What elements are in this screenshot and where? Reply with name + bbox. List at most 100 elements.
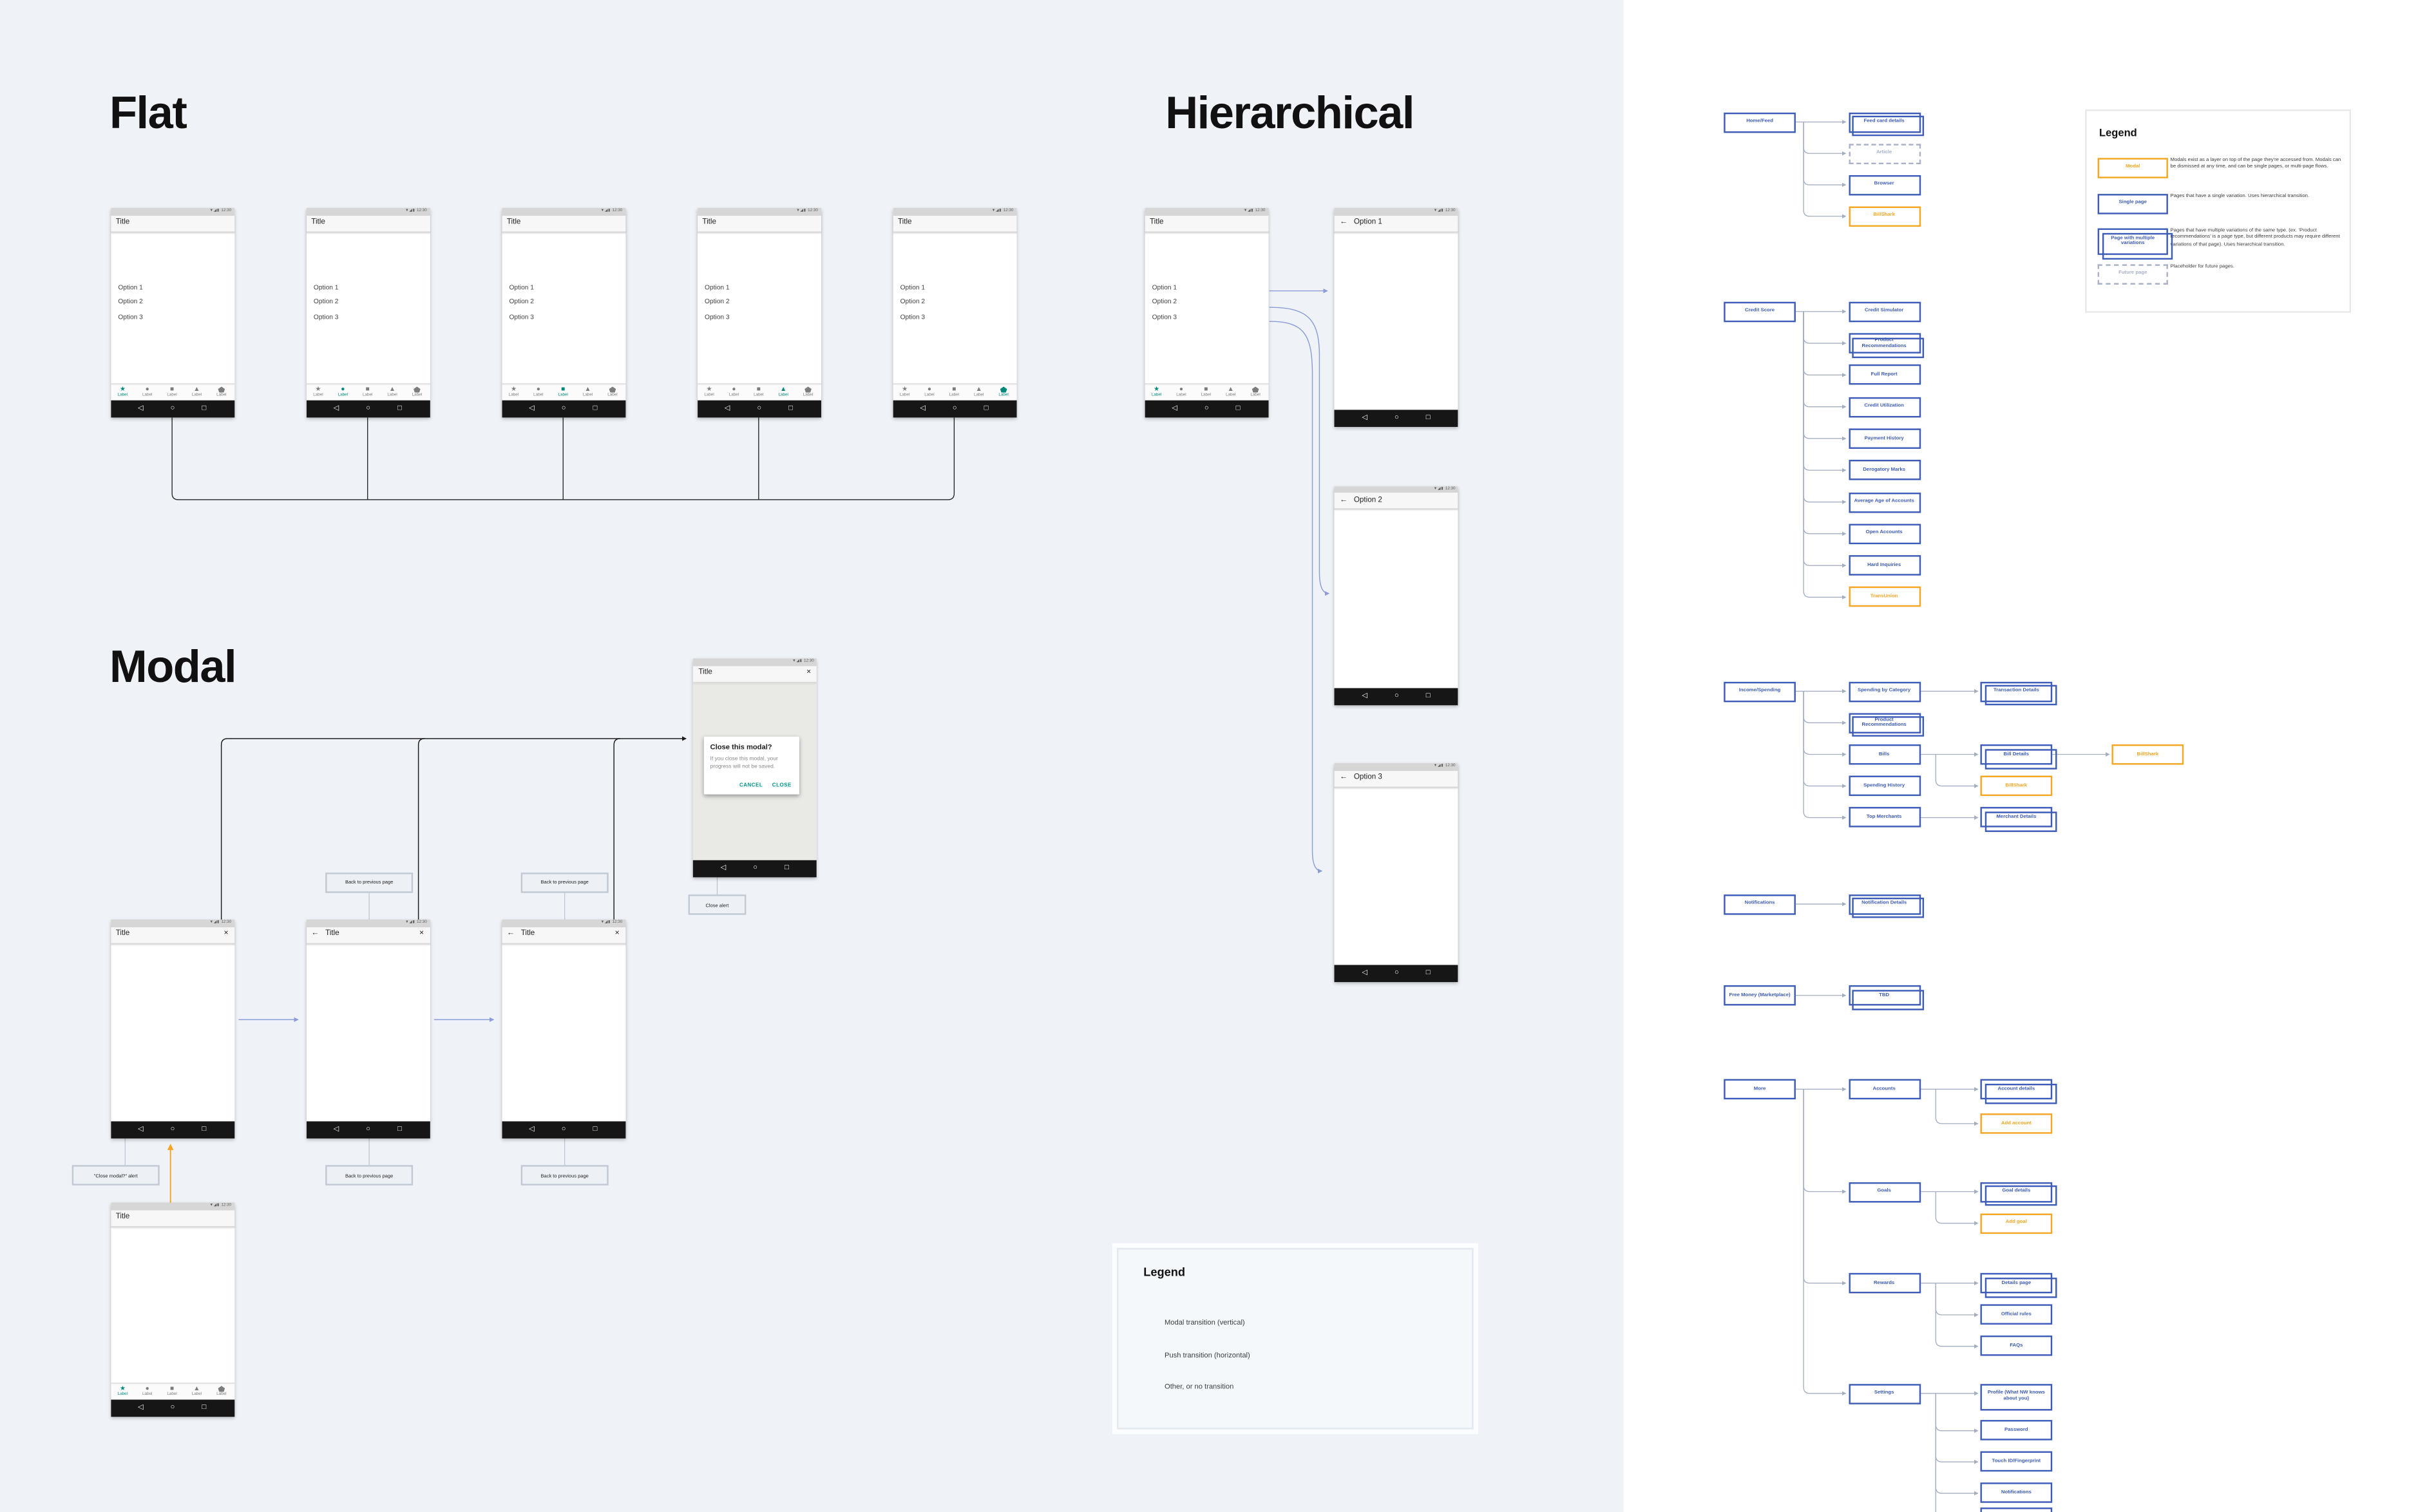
nav-item-square[interactable]: ■Label (355, 384, 379, 401)
android-recents-icon[interactable]: □ (202, 1403, 207, 1412)
nav-item-triangle[interactable]: ▲Label (967, 384, 991, 401)
nav-item-star[interactable]: ★Label (1144, 384, 1168, 401)
nav-item-star[interactable]: ★Label (892, 384, 917, 401)
option-item[interactable]: Option 1 (1152, 283, 1177, 291)
android-back-icon[interactable]: ◁ (1362, 691, 1367, 699)
android-back-icon[interactable]: ◁ (138, 1403, 144, 1412)
android-back-icon[interactable]: ◁ (1362, 969, 1367, 977)
nav-item-pentagon[interactable]: Label (405, 384, 429, 401)
nav-item-square[interactable]: ■Label (160, 1383, 184, 1400)
android-recents-icon[interactable]: □ (788, 404, 793, 412)
nav-item-square[interactable]: ■Label (1194, 384, 1218, 401)
nav-item-star[interactable]: ★Label (306, 384, 330, 401)
android-recents-icon[interactable]: □ (785, 863, 789, 871)
option-item[interactable]: Option 2 (313, 298, 339, 306)
option-item[interactable]: Option 1 (313, 283, 339, 291)
android-recents-icon[interactable]: □ (1425, 413, 1431, 422)
nav-item-circle[interactable]: ●Label (526, 384, 551, 401)
nav-item-circle[interactable]: ●Label (135, 384, 160, 401)
android-home-icon[interactable]: ○ (1394, 969, 1399, 977)
close-button[interactable]: CLOSE (772, 782, 792, 788)
nav-item-triangle[interactable]: ▲Label (771, 384, 795, 401)
option-item[interactable]: Option 1 (705, 283, 730, 291)
nav-item-triangle[interactable]: ▲Label (184, 1383, 209, 1400)
android-back-icon[interactable]: ◁ (333, 1124, 339, 1132)
nav-item-square[interactable]: ■Label (747, 384, 771, 401)
android-home-icon[interactable]: ○ (561, 1124, 566, 1132)
nav-item-circle[interactable]: ●Label (917, 384, 942, 401)
android-back-icon[interactable]: ◁ (1172, 404, 1177, 412)
option-item[interactable]: Option 2 (705, 298, 730, 306)
back-arrow-icon[interactable]: ← (1340, 773, 1348, 782)
back-arrow-icon[interactable]: ← (1340, 495, 1348, 505)
android-recents-icon[interactable]: □ (1425, 691, 1431, 699)
android-home-icon[interactable]: ○ (1394, 413, 1399, 422)
android-home-icon[interactable]: ○ (366, 404, 370, 412)
android-home-icon[interactable]: ○ (170, 404, 175, 412)
option-item[interactable]: Option 2 (509, 298, 534, 306)
option-item[interactable]: Option 2 (118, 298, 143, 306)
android-recents-icon[interactable]: □ (984, 404, 989, 412)
android-home-icon[interactable]: ○ (366, 1124, 370, 1132)
android-home-icon[interactable]: ○ (757, 404, 762, 412)
option-item[interactable]: Option 3 (1152, 312, 1177, 321)
option-item[interactable]: Option 1 (509, 283, 534, 291)
nav-item-circle[interactable]: ●Label (135, 1383, 160, 1400)
android-home-icon[interactable]: ○ (952, 404, 957, 412)
back-arrow-icon[interactable]: ← (506, 929, 515, 939)
nav-item-triangle[interactable]: ▲Label (380, 384, 405, 401)
android-back-icon[interactable]: ◁ (720, 863, 727, 871)
android-recents-icon[interactable]: □ (202, 1124, 207, 1132)
android-back-icon[interactable]: ◁ (920, 404, 926, 412)
android-recents-icon[interactable]: □ (202, 404, 207, 412)
nav-item-star[interactable]: ★Label (697, 384, 721, 401)
nav-item-pentagon[interactable]: Label (209, 384, 234, 401)
option-item[interactable]: Option 3 (705, 312, 730, 321)
back-arrow-icon[interactable]: ← (1340, 218, 1348, 227)
android-back-icon[interactable]: ◁ (529, 404, 535, 412)
nav-item-square[interactable]: ■Label (551, 384, 575, 401)
nav-item-pentagon[interactable]: Label (991, 384, 1016, 401)
android-recents-icon[interactable]: □ (593, 404, 598, 412)
nav-item-circle[interactable]: ●Label (1169, 384, 1194, 401)
android-home-icon[interactable]: ○ (170, 1403, 175, 1412)
nav-item-circle[interactable]: ●Label (330, 384, 355, 401)
option-item[interactable]: Option 3 (118, 312, 143, 321)
android-recents-icon[interactable]: □ (397, 404, 402, 412)
nav-item-star[interactable]: ★Label (110, 1383, 135, 1400)
close-icon[interactable]: × (806, 668, 812, 678)
android-back-icon[interactable]: ◁ (138, 1124, 144, 1132)
android-back-icon[interactable]: ◁ (333, 404, 339, 412)
android-back-icon[interactable]: ◁ (138, 404, 144, 412)
back-arrow-icon[interactable]: ← (311, 929, 319, 939)
android-home-icon[interactable]: ○ (170, 1124, 175, 1132)
android-home-icon[interactable]: ○ (1204, 404, 1209, 412)
android-recents-icon[interactable]: □ (1235, 404, 1241, 412)
option-item[interactable]: Option 1 (118, 283, 143, 291)
android-back-icon[interactable]: ◁ (724, 404, 730, 412)
option-item[interactable]: Option 3 (313, 312, 339, 321)
option-item[interactable]: Option 2 (1152, 298, 1177, 306)
nav-item-triangle[interactable]: ▲Label (184, 384, 209, 401)
android-recents-icon[interactable]: □ (593, 1124, 598, 1132)
nav-item-star[interactable]: ★Label (501, 384, 526, 401)
close-icon[interactable]: × (614, 929, 620, 939)
nav-item-square[interactable]: ■Label (160, 384, 184, 401)
android-back-icon[interactable]: ◁ (1362, 413, 1367, 422)
android-home-icon[interactable]: ○ (1394, 691, 1399, 699)
option-item[interactable]: Option 3 (900, 312, 926, 321)
close-icon[interactable]: × (419, 929, 424, 939)
cancel-button[interactable]: CANCEL (739, 782, 763, 788)
option-item[interactable]: Option 2 (900, 298, 926, 306)
android-recents-icon[interactable]: □ (1425, 969, 1431, 977)
android-home-icon[interactable]: ○ (753, 863, 758, 871)
nav-item-pentagon[interactable]: Label (600, 384, 625, 401)
option-item[interactable]: Option 1 (900, 283, 926, 291)
nav-item-star[interactable]: ★Label (110, 384, 135, 401)
nav-item-pentagon[interactable]: Label (795, 384, 820, 401)
option-item[interactable]: Option 3 (509, 312, 534, 321)
nav-item-triangle[interactable]: ▲Label (1219, 384, 1243, 401)
android-recents-icon[interactable]: □ (397, 1124, 402, 1132)
close-icon[interactable]: × (224, 929, 229, 939)
android-back-icon[interactable]: ◁ (529, 1124, 535, 1132)
